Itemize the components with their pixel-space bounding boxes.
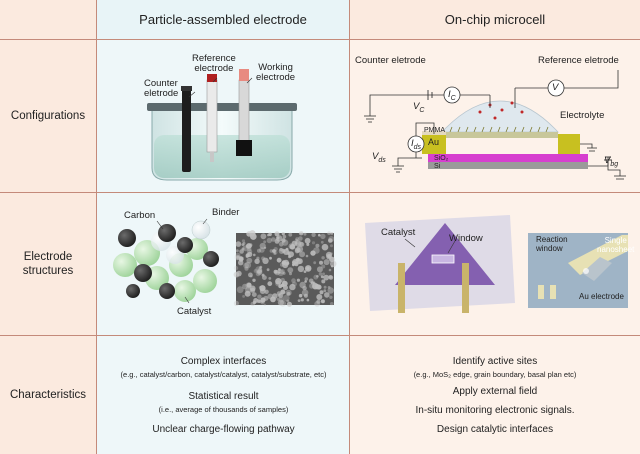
- label-vbg: Vbg: [604, 155, 619, 168]
- electrolyte-droplet: [441, 100, 559, 133]
- label-working-electrode-left: Working electrode: [256, 62, 296, 84]
- label-au-electrode: Au electrode: [579, 292, 624, 301]
- label-counter-electrode-right: Counter eletrode: [355, 55, 426, 66]
- label-v: V: [552, 82, 559, 93]
- char-right-design: Design catalytic interfaces: [436, 424, 554, 435]
- label-counter-electrode-left: Counter eletrode: [144, 78, 179, 100]
- char-left-unclear: Unclear charge-flowing pathway: [152, 424, 295, 435]
- au-strip-right: [462, 263, 469, 313]
- label-reaction-window: Reaction window: [536, 235, 568, 253]
- carbon-particle: [118, 229, 136, 247]
- window-rect: [431, 254, 455, 264]
- label-reference-electrode-left: Reference electrode: [192, 53, 236, 75]
- header-particle-assembled: Particle-assembled electrode: [97, 0, 350, 40]
- label-si: Si: [434, 163, 441, 170]
- row-label-electrode-structures: Electrode structures: [0, 193, 97, 336]
- char-right-identify-eg: (e.g., MoS₂ edge, grain boundary, basal …: [413, 370, 577, 379]
- characteristics-left-text: Complex interfaces (e.g., catalyst/carbo…: [97, 336, 350, 454]
- char-right-apply-field: Apply external field: [452, 386, 538, 397]
- label-ids: Ids: [411, 138, 422, 151]
- particle-model: [113, 218, 219, 304]
- label-ic: IC: [448, 89, 456, 102]
- header-left-text: Particle-assembled electrode: [139, 12, 307, 27]
- chip-illustration: [365, 215, 628, 313]
- label-window: Window: [449, 233, 483, 244]
- row-label-configurations: Configurations: [0, 40, 97, 193]
- label-vds: Vds: [372, 151, 386, 164]
- cell-char-right: [350, 336, 640, 454]
- nanosheet-layer: [445, 132, 558, 138]
- characteristics-right-text: Identify active sites (e.g., MoS₂ edge, …: [350, 336, 640, 454]
- si-layer: [428, 162, 588, 169]
- char-right-insitu: In-situ monitoring electronic signals.: [415, 405, 575, 416]
- au-pad-right: [558, 134, 580, 154]
- char-left-complex: Complex interfaces: [180, 356, 267, 367]
- header-on-chip: On-chip microcell: [350, 0, 640, 40]
- au-pad-left: [422, 134, 446, 154]
- corner-cell: [0, 0, 97, 40]
- beaker-illustration: [147, 69, 297, 181]
- au-strip-left: [398, 263, 405, 313]
- label-carbon: Carbon: [124, 210, 156, 221]
- cell-char-left: [97, 336, 350, 454]
- label-catalyst-left: Catalyst: [177, 306, 212, 317]
- char-right-identify: Identify active sites: [452, 356, 538, 367]
- label-au: Au: [428, 137, 440, 147]
- beaker-liquid: [154, 135, 290, 178]
- char-left-statistical-ie: (i.e., average of thousands of samples): [158, 405, 289, 414]
- label-sio2: SiO₂: [434, 155, 449, 162]
- label-vc: VC: [413, 101, 425, 114]
- label-single-nanosheet: Single nanosheet: [597, 236, 635, 254]
- reference-electrode-rod: [206, 79, 218, 153]
- catalyst-triangle: [395, 223, 495, 285]
- header-right-text: On-chip microcell: [444, 12, 546, 27]
- label-electrolyte: Electrolyte: [560, 110, 605, 121]
- beaker-lid: [147, 103, 297, 111]
- char-left-complex-eg: (e.g., catalyst/carbon, catalyst/catalys…: [120, 370, 327, 379]
- row-label-characteristics: Characteristics: [0, 336, 97, 454]
- sio2-layer: [428, 154, 588, 162]
- counter-electrode-rod: [182, 88, 191, 172]
- working-electrode-rod: [238, 79, 250, 151]
- sem-image: [233, 230, 337, 307]
- microcell-circuit: [364, 70, 626, 180]
- label-catalyst-right: Catalyst: [381, 227, 416, 238]
- label-reference-electrode-right: Reference eletrode: [538, 55, 619, 66]
- label-pmma: PMMA: [424, 127, 445, 134]
- char-left-statistical: Statistical result: [188, 391, 259, 402]
- label-binder: Binder: [212, 207, 240, 218]
